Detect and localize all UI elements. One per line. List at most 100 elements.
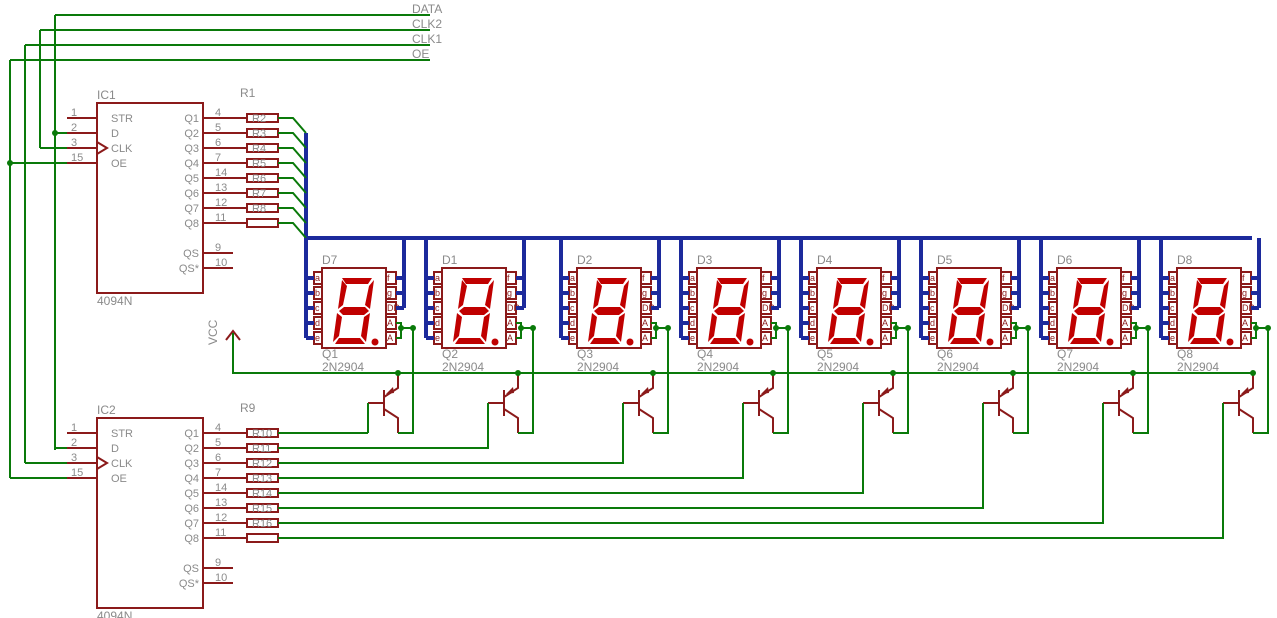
display-pin-label: d (930, 318, 935, 328)
display-pin-label: f (762, 273, 765, 283)
ic-pin-number: 5 (215, 437, 221, 449)
display-pin-label: f (387, 273, 390, 283)
resistor-to-bus-wire (278, 147, 307, 164)
ic-pin-number: 10 (215, 572, 227, 584)
display-segment (980, 280, 989, 309)
display-pin-label: d (315, 318, 320, 328)
display-pin-label: g (1002, 288, 1007, 298)
display-pin-label: e (1050, 333, 1055, 343)
ic-pin-label: Q5 (184, 173, 199, 185)
ic-pin-label: Q1 (184, 428, 199, 440)
transistor-part: 2N2904 (442, 360, 484, 374)
seven-segment-display (433, 267, 517, 349)
ic-part-number: 4094N (97, 609, 132, 618)
display-segment (342, 278, 372, 284)
display-pin-label: c (930, 303, 935, 313)
junction-dot (785, 325, 791, 331)
junction-dot (665, 325, 671, 331)
junction-dot (770, 370, 776, 376)
transistor-collector (503, 408, 519, 433)
transistor-collector (638, 408, 654, 433)
transistor-collector (1238, 408, 1254, 433)
display-name: D6 (1057, 253, 1073, 267)
ic-pin-label: Q1 (184, 113, 199, 125)
junction-dot (395, 370, 401, 376)
display-pin-label: g (882, 288, 887, 298)
display-segment (462, 278, 492, 284)
ic-pin-label: Q8 (184, 218, 199, 230)
display-segment (1188, 313, 1197, 342)
ic-pin-number: 7 (215, 467, 221, 479)
vcc-rail (232, 333, 1252, 374)
resistor-body (246, 533, 279, 543)
display-segment (714, 307, 744, 315)
display-pin-label: g (507, 288, 512, 298)
display-pin-label: DP (762, 303, 775, 313)
display-segment (708, 313, 717, 342)
display-segment (1096, 313, 1105, 342)
seven-segment-display (1048, 267, 1132, 349)
display-pin-label: a (1050, 273, 1055, 283)
display-decimal-point (986, 338, 994, 346)
ic-pin-number: 4 (215, 422, 221, 434)
resistor-label: R11 (252, 443, 271, 455)
display-pin-label: g (762, 288, 767, 298)
display-pin-label: b (435, 288, 440, 298)
ic-pin-number: 15 (71, 152, 83, 164)
transistor-name: Q7 (1057, 347, 1073, 361)
resistor-label: R8 (252, 203, 266, 215)
display-pin-label: A (882, 318, 888, 328)
collector-to-anode-wire (518, 328, 534, 434)
vcc-arrow (225, 329, 241, 341)
transistor-name: Q2 (442, 347, 458, 361)
display-segment (1197, 278, 1227, 284)
ic-name: IC1 (97, 88, 116, 102)
ic-pin-label: CLK (111, 143, 133, 155)
resistor-label: R2 (252, 113, 266, 125)
ic-pin-number: 13 (215, 497, 227, 509)
seven-segment-display (688, 267, 772, 349)
display-segment (856, 313, 865, 342)
display-pin-label: a (435, 273, 440, 283)
transistor-part: 2N2904 (1057, 360, 1099, 374)
junction-dot (1250, 370, 1256, 376)
junction-dot (773, 325, 779, 331)
junction-dot (890, 370, 896, 376)
display-name: D7 (322, 253, 338, 267)
base-drive-wire (278, 403, 489, 449)
resistor-to-bus-wire (278, 192, 307, 209)
display-pin-label: d (435, 318, 440, 328)
ic-pin-label: CLK (111, 458, 133, 470)
display-pin-label: b (570, 288, 575, 298)
display-decimal-point (1106, 338, 1114, 346)
display-decimal-point (746, 338, 754, 346)
display-segment (458, 280, 467, 309)
base-drive-wire (278, 403, 864, 494)
ic-part-number: 4094N (97, 294, 132, 308)
ic-pin-label: Q3 (184, 143, 199, 155)
resistor-label: R5 (252, 158, 266, 170)
resistor-body (246, 218, 279, 228)
display-pin-label: b (1050, 288, 1055, 298)
display-segment (740, 280, 749, 309)
transistor-collector (878, 408, 894, 433)
resistor-to-bus-wire (278, 222, 307, 239)
transistor-part: 2N2904 (322, 360, 364, 374)
display-pin-label: f (1002, 273, 1005, 283)
display-decimal-point (1226, 338, 1234, 346)
resistor-label: R10 (252, 428, 272, 440)
ic-pin-number: 15 (71, 467, 83, 479)
ic-pin-label: D (111, 128, 119, 140)
base-drive-wire (278, 403, 744, 479)
ic-pin-label: OE (111, 158, 127, 170)
display-segment (481, 313, 490, 342)
ic-pin-label: STR (111, 113, 133, 125)
ic-pin-label: Q2 (184, 443, 199, 455)
ic-pin-label: Q5 (184, 488, 199, 500)
ic-pin-label: QS (183, 248, 199, 260)
display-segment (710, 338, 740, 344)
ic-name: IC2 (97, 403, 116, 417)
display-pin-label: g (387, 288, 392, 298)
ic-body (96, 102, 204, 294)
